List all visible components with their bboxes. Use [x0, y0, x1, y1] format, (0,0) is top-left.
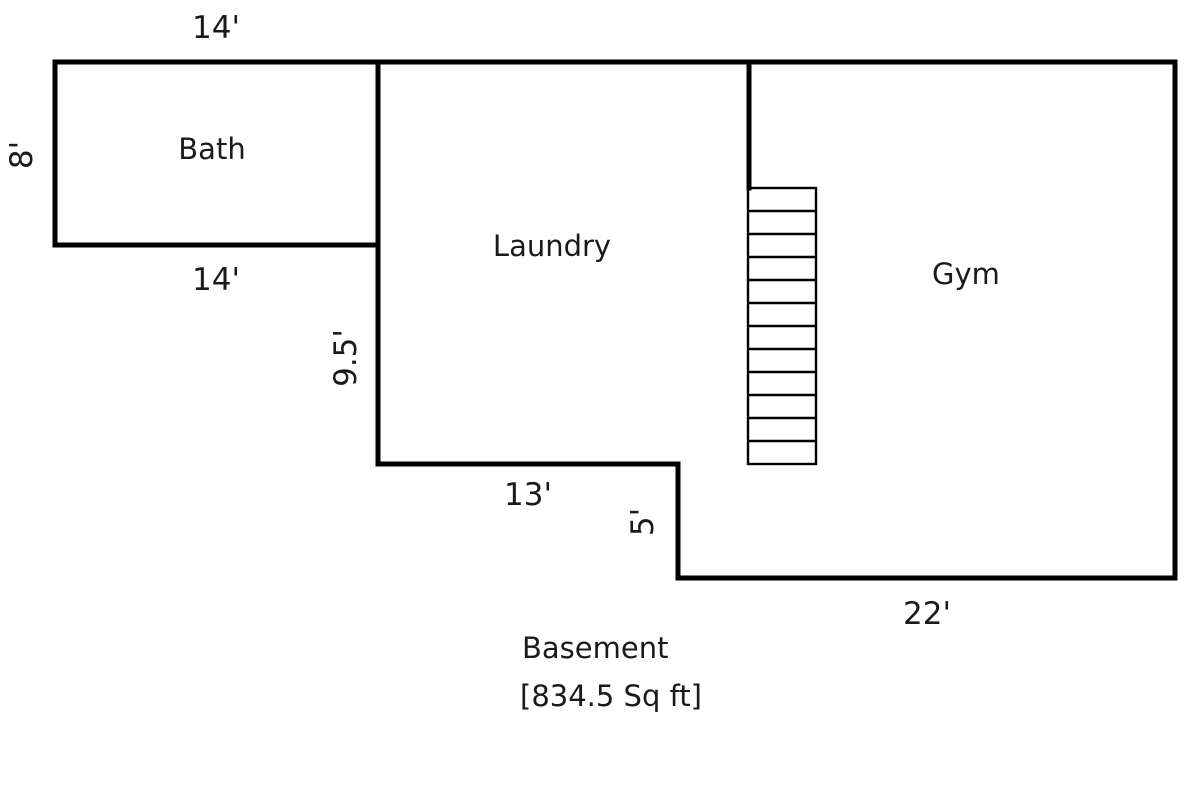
walls — [52, 59, 1178, 581]
caption-area: [834.5 Sq ft] — [520, 679, 702, 713]
caption-title: Basement — [522, 631, 668, 665]
room-label-bath: Bath — [178, 132, 245, 166]
room-label-laundry: Laundry — [493, 229, 611, 263]
room-label-gym: Gym — [932, 257, 1000, 291]
dimension-laundry-side: 9.5' — [328, 329, 364, 387]
dimension-laundry-bottom: 13' — [504, 477, 552, 513]
dimension-step-side: 5' — [625, 508, 661, 536]
dimension-bath-top: 14' — [192, 10, 240, 46]
staircase — [746, 186, 818, 466]
dimension-bath-bottom: 14' — [192, 262, 240, 298]
stair-treads — [748, 209, 816, 443]
main-outer-wall — [375, 59, 1178, 581]
dimension-gym-bottom: 22' — [903, 596, 951, 632]
dimension-bath-side: 8' — [4, 141, 40, 169]
